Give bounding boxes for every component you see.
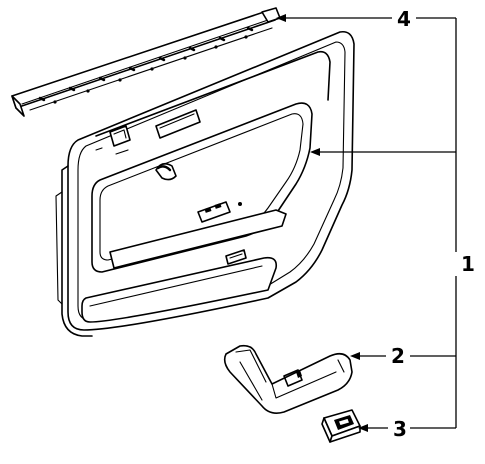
callout-4: 4	[397, 7, 411, 31]
leader-lines	[276, 14, 457, 432]
part-4-belt-strip	[11, 7, 281, 117]
part-3-switch	[321, 409, 361, 443]
callout-3: 3	[393, 417, 407, 441]
part-1-door-trim-panel	[55, 30, 355, 337]
part-2-armrest-switch-base	[223, 344, 353, 414]
callout-1: 1	[461, 252, 475, 276]
callout-2: 2	[391, 344, 405, 368]
